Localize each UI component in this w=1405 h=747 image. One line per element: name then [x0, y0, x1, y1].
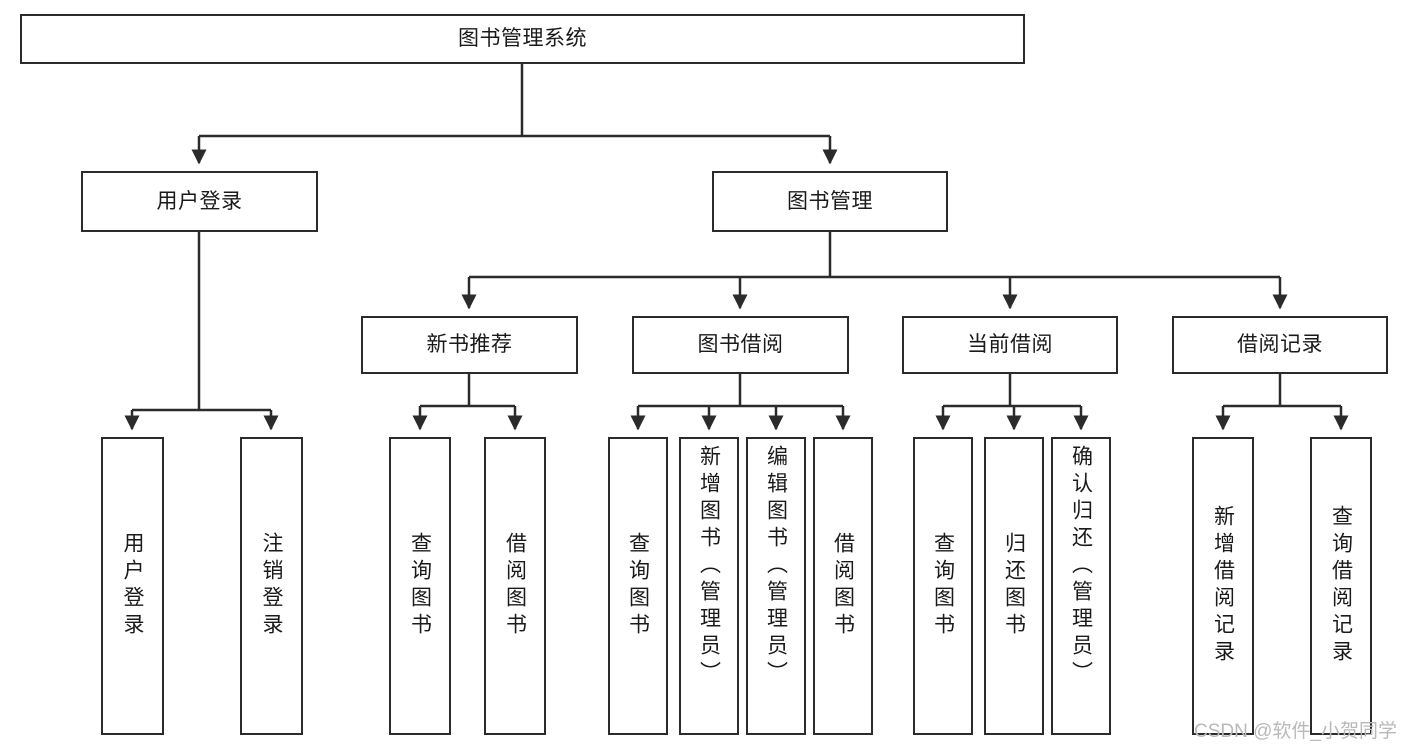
leaf-label: 确认归还（管理员）: [1069, 445, 1093, 688]
leaf-borrow-book[interactable]: 借阅图书: [813, 437, 873, 735]
leaf-add-book-admin[interactable]: 新增图书（管理员）: [679, 437, 739, 735]
node-label: 当前借阅: [967, 333, 1053, 357]
node-root-system[interactable]: 图书管理系统: [20, 14, 1025, 64]
leaf-query-book-recommend[interactable]: 查询图书: [389, 437, 451, 735]
leaf-label: 注销登录: [260, 532, 283, 640]
leaf-label: 新增借阅记录: [1211, 505, 1235, 667]
leaf-edit-book-admin[interactable]: 编辑图书（管理员）: [746, 437, 806, 735]
node-book-borrow[interactable]: 图书借阅: [632, 316, 849, 374]
leaf-label: 查询图书: [626, 532, 650, 640]
node-label: 图书管理系统: [458, 27, 587, 51]
leaf-user-login[interactable]: 用户登录: [101, 437, 164, 735]
leaf-label: 归还图书: [1002, 532, 1026, 640]
node-new-book-recommend[interactable]: 新书推荐: [361, 316, 578, 374]
leaf-label: 用户登录: [121, 532, 144, 640]
leaf-confirm-return-admin[interactable]: 确认归还（管理员）: [1051, 437, 1111, 735]
leaf-logout-login[interactable]: 注销登录: [240, 437, 303, 735]
leaf-label: 借阅图书: [831, 532, 855, 640]
node-borrow-record[interactable]: 借阅记录: [1172, 316, 1388, 374]
leaf-label: 查询图书: [931, 532, 955, 640]
leaf-return-book[interactable]: 归还图书: [984, 437, 1044, 735]
leaf-label: 新增图书（管理员）: [697, 445, 721, 688]
node-label: 新书推荐: [426, 333, 513, 357]
node-user-login[interactable]: 用户登录: [81, 171, 318, 232]
node-current-borrow[interactable]: 当前借阅: [902, 316, 1118, 374]
leaf-add-borrow-record[interactable]: 新增借阅记录: [1192, 437, 1254, 735]
watermark: CSDN @软件_小贺同学: [1194, 721, 1397, 742]
leaf-label: 查询图书: [408, 532, 432, 640]
leaf-label: 查询借阅记录: [1329, 505, 1353, 667]
leaf-label: 借阅图书: [503, 532, 527, 640]
leaf-label: 编辑图书（管理员）: [764, 445, 788, 688]
leaf-query-borrow-record[interactable]: 查询借阅记录: [1310, 437, 1372, 735]
leaf-query-book-current[interactable]: 查询图书: [913, 437, 973, 735]
leaf-query-book-borrow[interactable]: 查询图书: [608, 437, 668, 735]
node-label: 用户登录: [156, 189, 243, 213]
node-label: 图书借阅: [697, 333, 784, 357]
leaf-borrow-book-recommend[interactable]: 借阅图书: [484, 437, 546, 735]
node-label: 图书管理: [787, 189, 873, 213]
node-label: 借阅记录: [1237, 333, 1323, 357]
node-book-management[interactable]: 图书管理: [712, 171, 948, 232]
